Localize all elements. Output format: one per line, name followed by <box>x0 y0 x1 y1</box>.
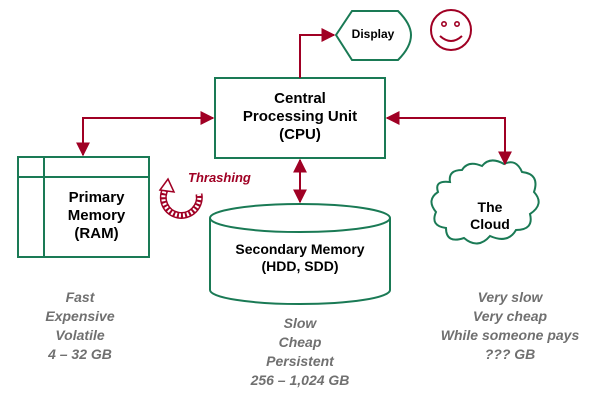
cloud-label-line: Cloud <box>470 215 510 232</box>
display-label: Display <box>351 27 395 41</box>
description-line: Fast <box>65 289 95 305</box>
display-shape[interactable] <box>334 10 413 61</box>
cloud-label: The Cloud <box>450 199 530 233</box>
ram-label: Primary Memory (RAM) <box>44 189 149 243</box>
description-line: While someone pays <box>440 327 580 343</box>
description-line: Very cheap <box>472 308 548 324</box>
thrashing-label: Thrashing <box>188 170 251 185</box>
secondary-description: Slow Cheap Persistent 256 – 1,024 GB <box>210 314 390 390</box>
ram-label-line: (RAM) <box>74 225 119 242</box>
description-line: Cheap <box>278 334 322 350</box>
description-line: 4 – 32 GB <box>48 346 112 362</box>
arrow-cpu-display <box>299 28 336 78</box>
secondary-memory-cylinder[interactable] <box>209 203 391 305</box>
circular-arrow-icon <box>158 177 203 219</box>
cpu-label-line: Central <box>274 90 326 107</box>
arrow-cpu-cloud <box>385 111 512 166</box>
cpu-label-line: Processing Unit <box>242 108 358 125</box>
description-line: Volatile <box>55 327 105 343</box>
ram-label-line: Memory <box>67 207 126 224</box>
secondary-label-line: Secondary Memory <box>235 241 365 257</box>
smiley-face-icon <box>430 9 472 51</box>
ram-description: Fast Expensive Volatile 4 – 32 GB <box>0 288 160 364</box>
description-line: Very slow <box>477 289 543 305</box>
description-line: Expensive <box>45 308 115 324</box>
description-line: 256 – 1,024 GB <box>250 372 350 388</box>
cloud-description: Very slow Very cheap While someone pays … <box>420 288 600 364</box>
ram-box[interactable] <box>17 156 150 258</box>
secondary-memory-label: Secondary Memory (HDD, SDD) <box>210 241 390 275</box>
cpu-label: Central Processing Unit (CPU) <box>215 90 385 144</box>
arrow-cpu-ram <box>76 111 215 157</box>
secondary-label-line: (HDD, SDD) <box>261 257 339 274</box>
cpu-label-line: (CPU) <box>279 126 321 143</box>
description-line: Persistent <box>266 353 334 369</box>
description-line: Slow <box>283 315 317 331</box>
description-line: ??? GB <box>484 346 536 362</box>
cloud-label-line: The <box>477 199 503 215</box>
cpu-box[interactable] <box>214 77 386 159</box>
ram-label-line: Primary <box>68 189 125 206</box>
